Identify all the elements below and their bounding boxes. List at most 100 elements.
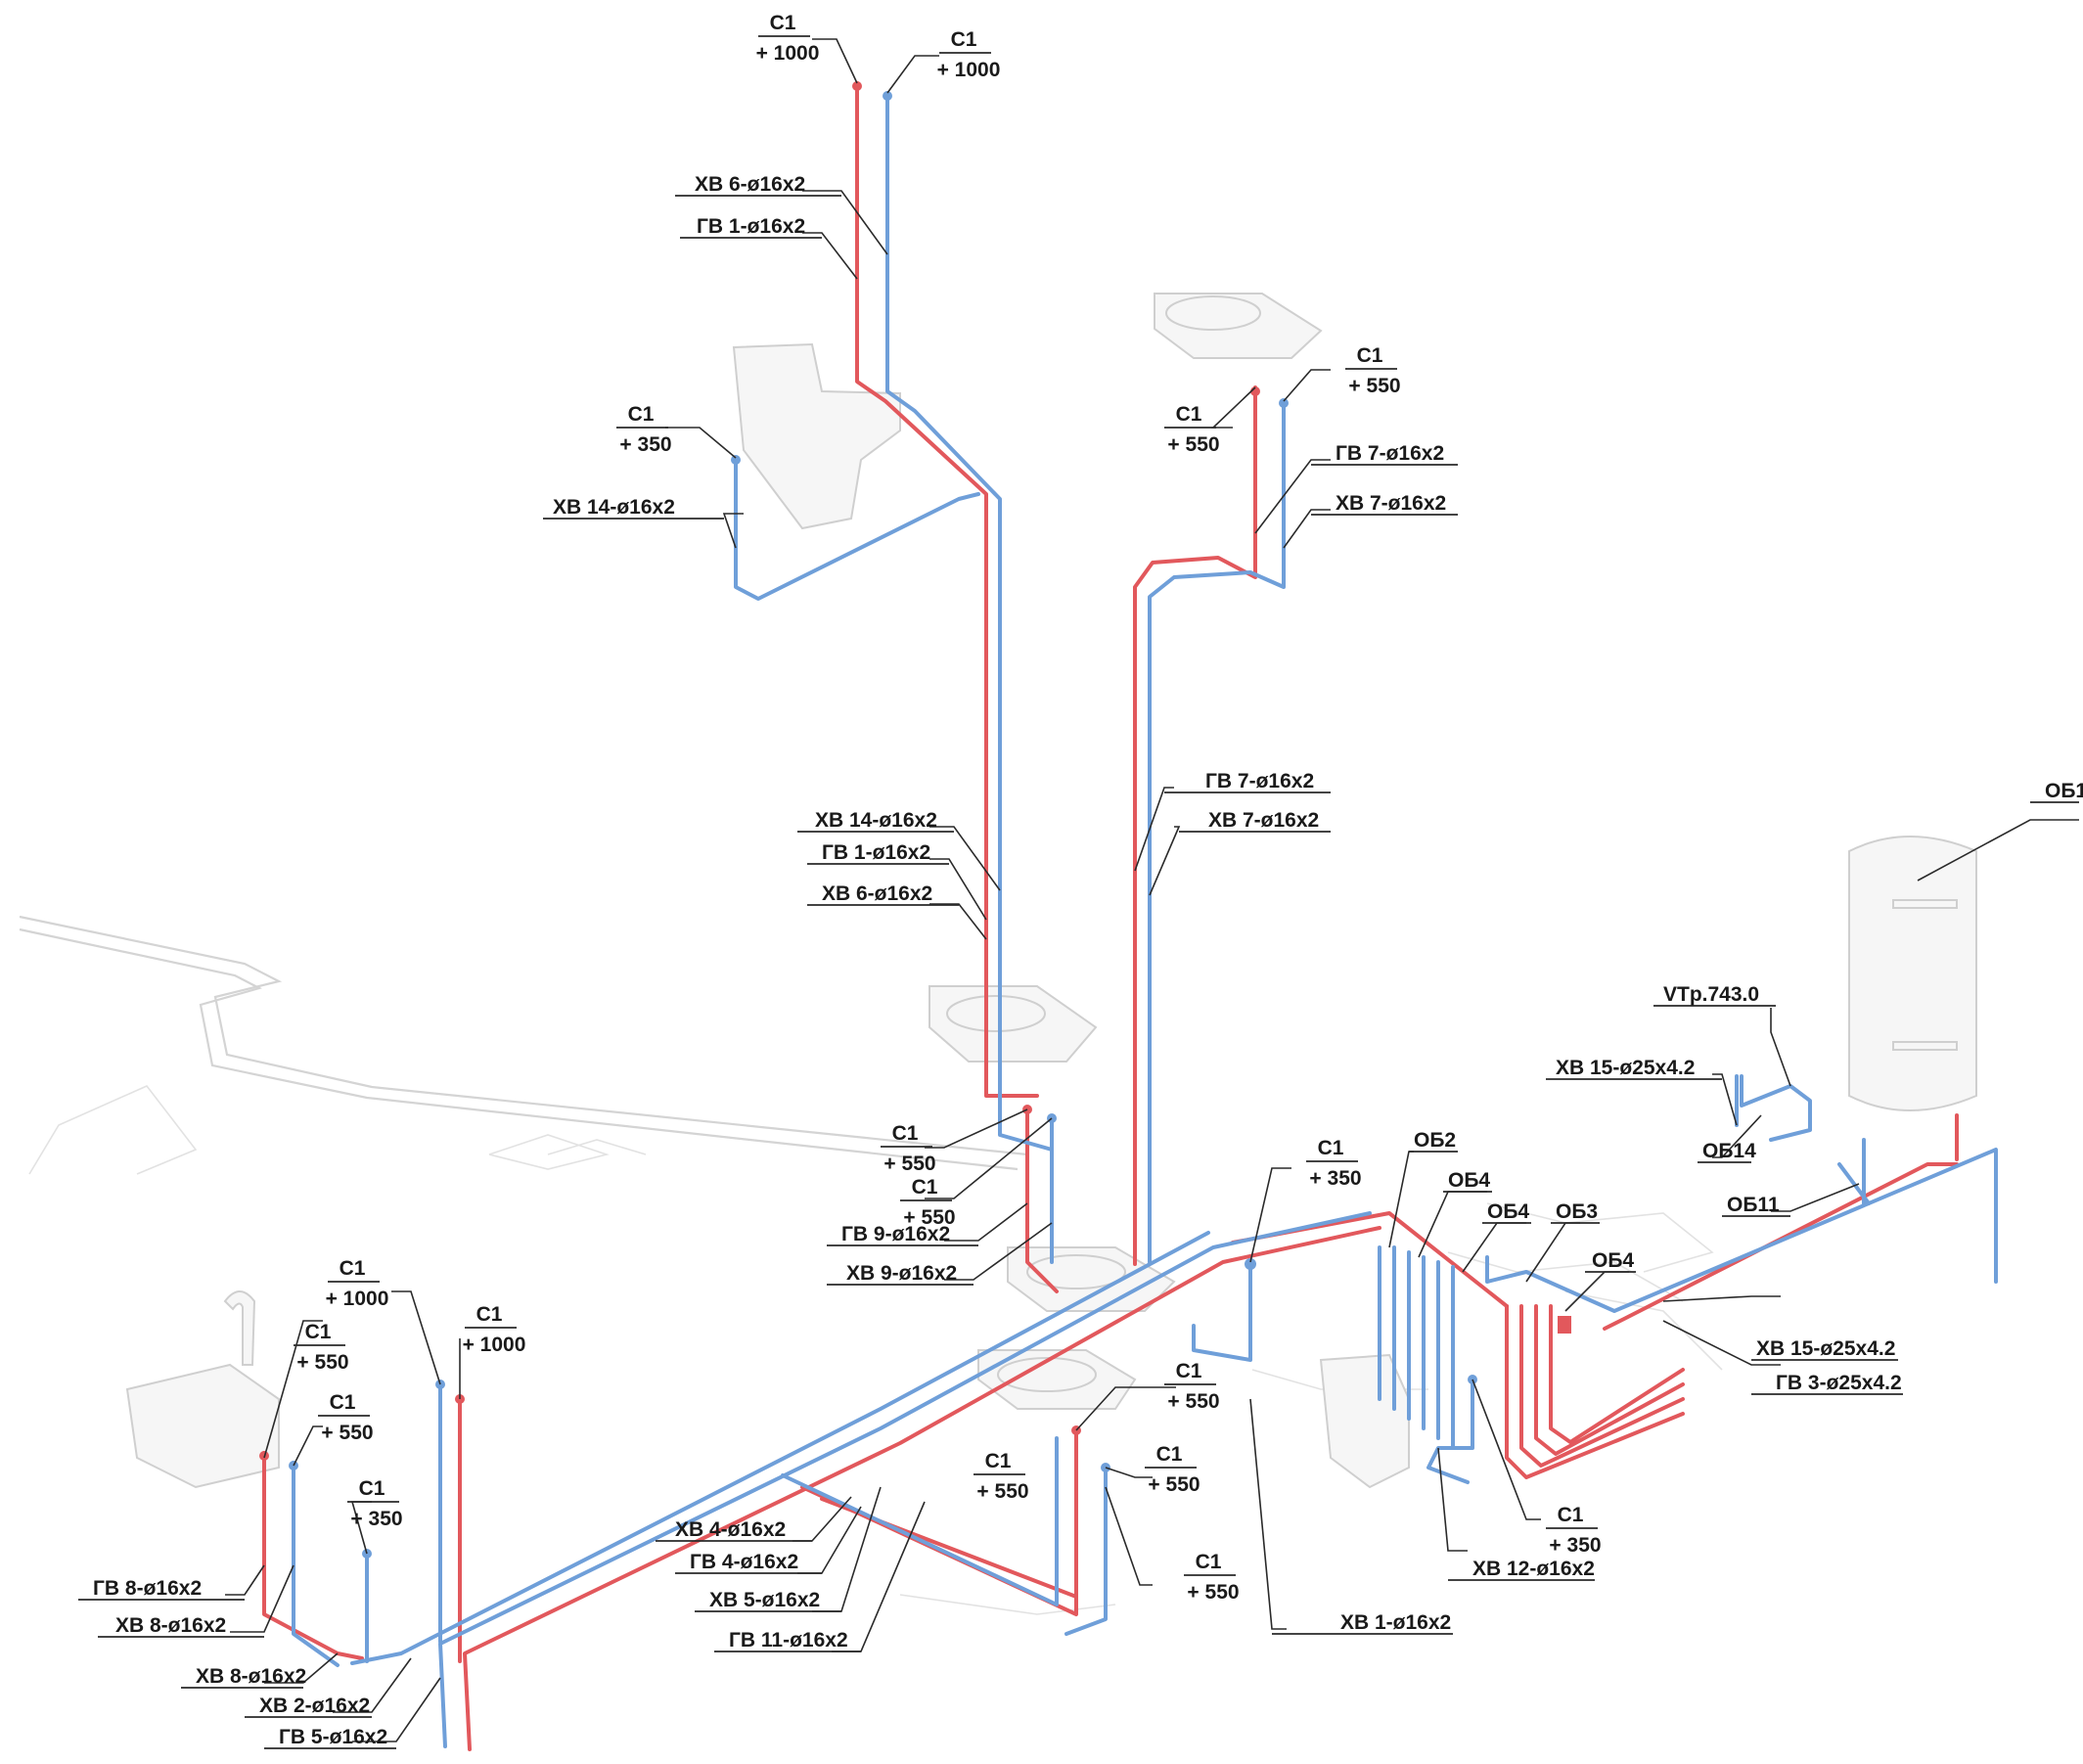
equipment-label-ob4: ОБ4 (1585, 1249, 1636, 1273)
svg-text:С1: С1 (1357, 344, 1383, 367)
svg-text:ХВ 6-ø16x2: ХВ 6-ø16x2 (822, 882, 932, 905)
equipment-label-ob1: ОБ1 (2030, 780, 2083, 803)
svg-text:+ 550: + 550 (1187, 1581, 1239, 1604)
svg-text:ХВ 7-ø16x2: ХВ 7-ø16x2 (1336, 492, 1446, 515)
pipe-label: ГВ 4-ø16x2 (675, 1551, 822, 1574)
cold-water-pipes (292, 91, 1998, 1748)
svg-text:ГВ 7-ø16x2: ГВ 7-ø16x2 (1336, 442, 1444, 465)
svg-text:С1: С1 (985, 1450, 1012, 1472)
pipe-label: ГВ 3-ø25x4.2 (1751, 1372, 1903, 1395)
elevation-mark: С1 + 350 (1546, 1504, 1602, 1557)
svg-text:ХВ 14-ø16x2: ХВ 14-ø16x2 (815, 809, 937, 832)
elevation-mark: С1 + 350 (1306, 1137, 1362, 1190)
cold-xv12 (1426, 1378, 1474, 1484)
svg-text:+ 350: + 350 (350, 1508, 402, 1530)
elevation-mark: С1 + 550 (1164, 1360, 1220, 1413)
svg-text:ХВ 4-ø16x2: ХВ 4-ø16x2 (675, 1518, 786, 1541)
kitchen-sink-fixture (125, 1363, 280, 1489)
svg-text:С1: С1 (1558, 1504, 1584, 1526)
pipe-label: ХВ 14-ø16x2 (543, 496, 724, 520)
pipe-label: ХВ 8-ø16x2 (181, 1665, 306, 1689)
svg-text:ГВ 9-ø16x2: ГВ 9-ø16x2 (841, 1223, 950, 1245)
svg-text:ХВ 1-ø16x2: ХВ 1-ø16x2 (1340, 1611, 1451, 1634)
pipe-label: ГВ 5-ø16x2 (264, 1726, 396, 1749)
hot-manifold-3 (1534, 1304, 1685, 1456)
tap-cold-1000-top (883, 91, 892, 101)
hot-branch-middle (800, 1426, 1078, 1616)
equipment-labels: ОБ1 VTp.743.0 ОБ14 ОБ11 ОБ2 ОБ4 ОБ4 ОБ3 … (1409, 780, 2083, 1273)
hot-manifold-4 (1549, 1304, 1685, 1444)
svg-text:+ 550: + 550 (1167, 433, 1219, 456)
cold-branch-350-top (734, 456, 980, 601)
elevation-mark: С1 + 350 (347, 1477, 403, 1530)
elevation-mark: С1 + 550 (974, 1450, 1029, 1503)
elevation-mark: С1 + 550 (1345, 344, 1401, 397)
svg-text:ГВ 7-ø16x2: ГВ 7-ø16x2 (1205, 770, 1314, 792)
pipe-label: ГВ 1-ø16x2 (680, 215, 822, 239)
svg-text:+ 550: + 550 (903, 1206, 955, 1229)
cold-riser-top (885, 91, 1054, 1152)
elevation-mark: С1 + 1000 (326, 1257, 389, 1310)
elevation-mark: С1 + 550 (1145, 1443, 1200, 1496)
svg-text:ГВ 3-ø25x4.2: ГВ 3-ø25x4.2 (1776, 1372, 1902, 1394)
valve-ob4 (1558, 1316, 1571, 1334)
elevation-mark: С1 + 1000 (756, 12, 820, 65)
tap-cold-350-top (731, 455, 741, 465)
svg-text:ХВ 5-ø16x2: ХВ 5-ø16x2 (709, 1589, 820, 1611)
hot-riser-right (1133, 385, 1257, 1266)
hot-manifold-2 (1519, 1304, 1685, 1468)
hot-manifold-1 (1505, 1304, 1685, 1479)
svg-text:+ 550: + 550 (883, 1153, 935, 1175)
tap-hot-1000-top (852, 81, 862, 91)
elevation-mark: С1 + 1000 (463, 1303, 526, 1356)
cold-main-parallel (350, 1231, 1210, 1665)
svg-text:ГВ 1-ø16x2: ГВ 1-ø16x2 (822, 841, 930, 864)
svg-text:С1: С1 (892, 1122, 919, 1145)
svg-text:+ 350: + 350 (1549, 1534, 1601, 1557)
svg-text:+ 1000: + 1000 (326, 1288, 389, 1310)
elevation-mark: С1 + 550 (900, 1176, 956, 1229)
pipe-label: ХВ 8-ø16x2 (98, 1614, 264, 1638)
svg-text:ГВ 8-ø16x2: ГВ 8-ø16x2 (93, 1577, 202, 1600)
water-heater-fixture (1848, 836, 1977, 1111)
svg-text:+ 550: + 550 (1167, 1390, 1219, 1413)
svg-text:+ 350: + 350 (619, 433, 671, 456)
toilet-top-fixture (732, 342, 901, 530)
elevation-mark: С1 + 350 (616, 403, 672, 456)
elevation-mark: С1 + 550 (318, 1391, 374, 1444)
equipment-label-ob4: ОБ4 (1482, 1200, 1531, 1224)
svg-text:ХВ 6-ø16x2: ХВ 6-ø16x2 (695, 173, 805, 196)
svg-text:ХВ 15-ø25x4.2: ХВ 15-ø25x4.2 (1556, 1057, 1695, 1079)
svg-text:ГВ 5-ø16x2: ГВ 5-ø16x2 (279, 1726, 387, 1748)
svg-text:+ 550: + 550 (1348, 375, 1400, 397)
svg-text:С1: С1 (628, 403, 655, 426)
svg-text:ОБ3: ОБ3 (1556, 1200, 1598, 1223)
cold-main-line (438, 1211, 1372, 1748)
pipe-label: ХВ 6-ø16x2 (807, 882, 959, 906)
pipe-label: ХВ 15-ø25x4.2 (1546, 1057, 1722, 1080)
pipe-label: ХВ 9-ø16x2 (827, 1262, 974, 1286)
svg-text:+ 550: + 550 (1148, 1473, 1200, 1496)
pipe-label: ГВ 9-ø16x2 (827, 1223, 978, 1246)
svg-text:ХВ 14-ø16x2: ХВ 14-ø16x2 (553, 496, 675, 519)
pipe-label: ХВ 15-ø25x4.2 (1751, 1337, 1898, 1361)
svg-text:С1: С1 (305, 1321, 332, 1343)
elevation-mark: С1 + 550 (1164, 403, 1220, 456)
equipment-label-ob14: ОБ14 (1698, 1140, 1756, 1163)
svg-text:С1: С1 (1196, 1551, 1222, 1573)
svg-text:С1: С1 (359, 1477, 385, 1500)
cold-riser-right (1148, 399, 1286, 1264)
svg-text:С1: С1 (912, 1176, 938, 1199)
equipment-label-ob2: ОБ2 (1409, 1129, 1458, 1153)
pipe-label: ХВ 4-ø16x2 (656, 1518, 812, 1542)
pipe-label: ГВ 8-ø16x2 (78, 1577, 245, 1601)
pipe-label: ХВ 2-ø16x2 (245, 1695, 372, 1718)
tap-cold-550-right (1279, 398, 1289, 408)
svg-text:С1: С1 (1318, 1137, 1344, 1159)
svg-text:ХВ 2-ø16x2: ХВ 2-ø16x2 (259, 1695, 370, 1717)
svg-text:ОБ1: ОБ1 (2045, 780, 2083, 802)
pipe-label: ХВ 1-ø16x2 (1272, 1611, 1453, 1635)
elevation-marks: С1 + 1000 С1 + 1000 С1 + 350 С1 + 550 С1… (294, 12, 1602, 1604)
hot-branch-left (262, 1451, 364, 1660)
